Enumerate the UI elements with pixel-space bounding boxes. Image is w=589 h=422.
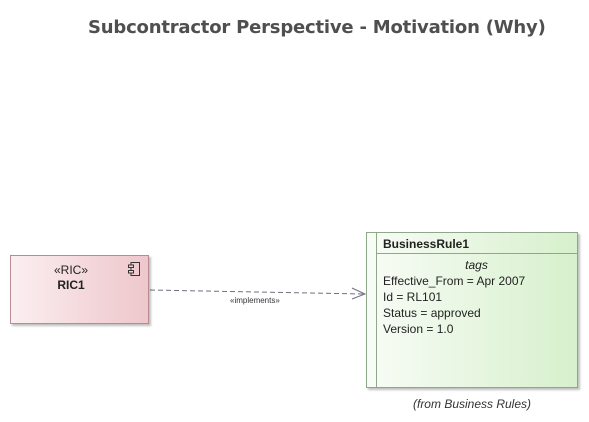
business-rule-box[interactable]: BusinessRule1 tags Effective_From = Apr … xyxy=(366,232,578,388)
connector-label: «implements» xyxy=(230,296,280,305)
diagram-title: Subcontractor Perspective - Motivation (… xyxy=(88,17,546,38)
ric-component[interactable]: «RIC» RIC1 xyxy=(10,255,149,324)
rule-left-bar xyxy=(376,233,377,387)
component-stereotype: «RIC» xyxy=(53,263,88,277)
connector-arrowhead xyxy=(351,287,367,300)
tag-version: Version = 1.0 xyxy=(383,322,454,336)
tag-status: Status = approved xyxy=(383,306,481,320)
tag-effective-from: Effective_From = Apr 2007 xyxy=(383,274,526,288)
tag-id: Id = RL101 xyxy=(383,290,443,304)
component-icon xyxy=(128,262,140,276)
tags-section-heading: tags xyxy=(465,258,488,272)
rule-header-divider xyxy=(376,253,577,254)
package-note: (from Business Rules) xyxy=(412,397,532,411)
component-name: RIC1 xyxy=(57,278,85,292)
connector-line xyxy=(149,289,365,295)
rule-name: BusinessRule1 xyxy=(383,237,470,251)
